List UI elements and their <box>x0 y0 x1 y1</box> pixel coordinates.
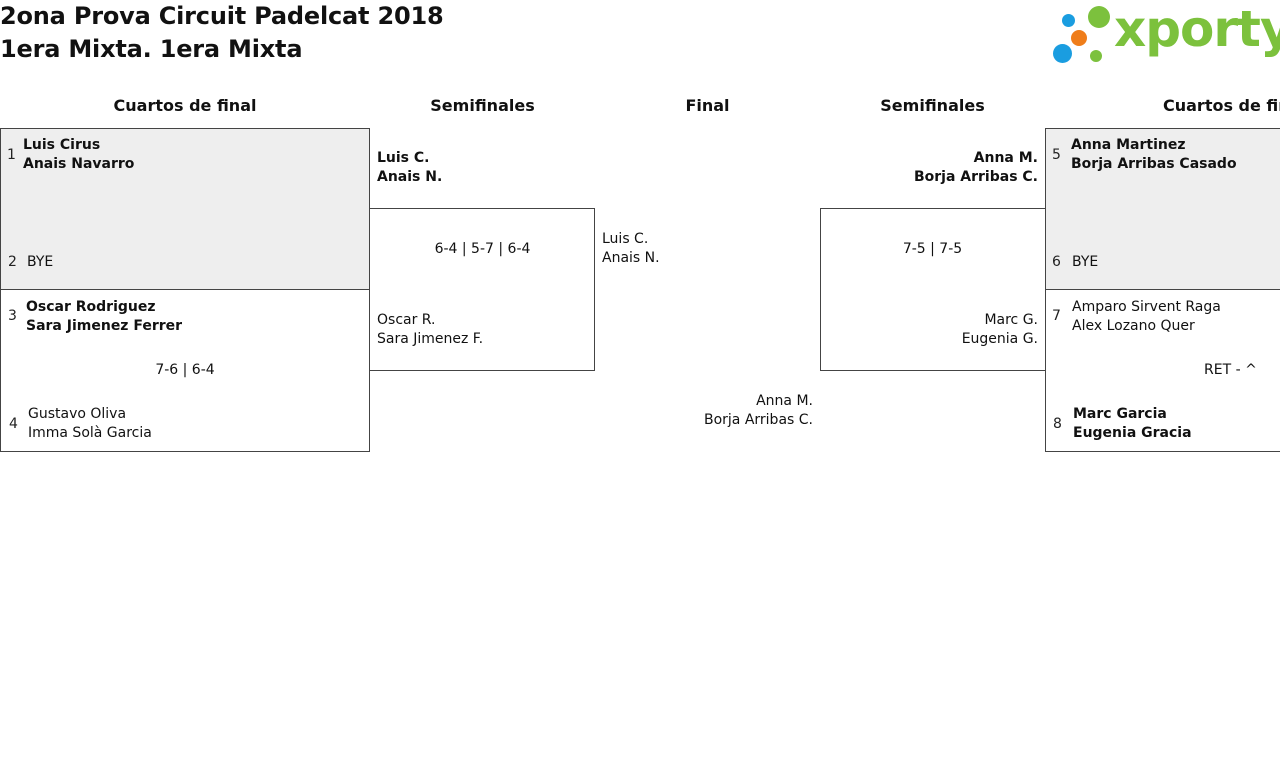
xporty-logo: xporty <box>1052 0 1280 66</box>
player-name: BYE <box>1072 254 1099 270</box>
logo-dot-blue-small-icon <box>1053 44 1072 63</box>
player-name: Borja Arribas C. <box>913 169 1038 185</box>
seed-number: 5 <box>1052 147 1061 163</box>
category-title: 1era Mixta. 1era Mixta <box>0 35 303 63</box>
player-name: Borja Arribas Casado <box>1071 156 1237 172</box>
player-name: Marc G. <box>984 312 1038 328</box>
player-name: Luis C. <box>377 150 430 166</box>
round-header-quarters-right: Cuartos de fin <box>1163 96 1280 115</box>
seed-number: 1 <box>7 147 16 163</box>
player-name: Anais N. <box>377 169 443 185</box>
logo-wordmark: xporty <box>1114 0 1280 58</box>
match-card-semi-left[interactable] <box>369 208 595 371</box>
player-name: Gustavo Oliva <box>28 406 127 422</box>
match-score: 7-6 | 6-4 <box>155 362 215 378</box>
player-name: Imma Solà Garcia <box>28 425 152 441</box>
match-score: 6-4 | 5-7 | 6-4 <box>434 241 531 257</box>
player-name: Anna M. <box>973 150 1038 166</box>
logo-dot-blue-icon <box>1062 14 1075 27</box>
player-name: Anais Navarro <box>23 156 135 172</box>
player-name: BYE <box>27 254 54 270</box>
logo-dot-green-icon <box>1088 6 1110 28</box>
player-name: Luis C. <box>602 231 649 247</box>
tournament-title: 2ona Prova Circuit Padelcat 2018 <box>0 2 444 30</box>
player-name: Marc Garcia <box>1073 406 1167 422</box>
seed-number: 2 <box>8 254 17 270</box>
round-header-final: Final <box>685 96 730 115</box>
match-card-q1[interactable] <box>0 128 370 290</box>
logo-dot-green-small-icon <box>1090 50 1102 62</box>
player-name: Amparo Sirvent Raga <box>1072 299 1221 315</box>
match-score: 7-5 | 7-5 <box>902 241 963 257</box>
player-name: Luis Cirus <box>23 137 101 153</box>
round-header-semis-right: Semifinales <box>880 96 985 115</box>
match-card-semi-right[interactable] <box>820 208 1046 371</box>
player-name: Anais N. <box>602 250 660 266</box>
player-name: Eugenia G. <box>961 331 1038 347</box>
seed-number: 3 <box>8 308 17 324</box>
seed-number: 4 <box>9 416 18 432</box>
player-name: Oscar R. <box>377 312 436 328</box>
round-header-semis-left: Semifinales <box>430 96 535 115</box>
seed-number: 6 <box>1052 254 1061 270</box>
seed-number: 8 <box>1053 416 1062 432</box>
player-name: Sara Jimenez F. <box>377 331 484 347</box>
player-name: Alex Lozano Quer <box>1072 318 1195 334</box>
match-card-q4[interactable] <box>1045 289 1280 452</box>
match-score: RET - ^ <box>1204 362 1257 378</box>
player-name: Borja Arribas C. <box>703 412 813 428</box>
player-name: Anna M. <box>756 393 813 409</box>
logo-dot-orange-icon <box>1071 30 1087 46</box>
player-name: Anna Martinez <box>1071 137 1186 153</box>
seed-number: 7 <box>1052 308 1061 324</box>
player-name: Oscar Rodriguez <box>26 299 156 315</box>
round-header-quarters-left: Cuartos de final <box>113 96 257 115</box>
player-name: Sara Jimenez Ferrer <box>26 318 183 334</box>
player-name: Eugenia Gracia <box>1073 425 1192 441</box>
